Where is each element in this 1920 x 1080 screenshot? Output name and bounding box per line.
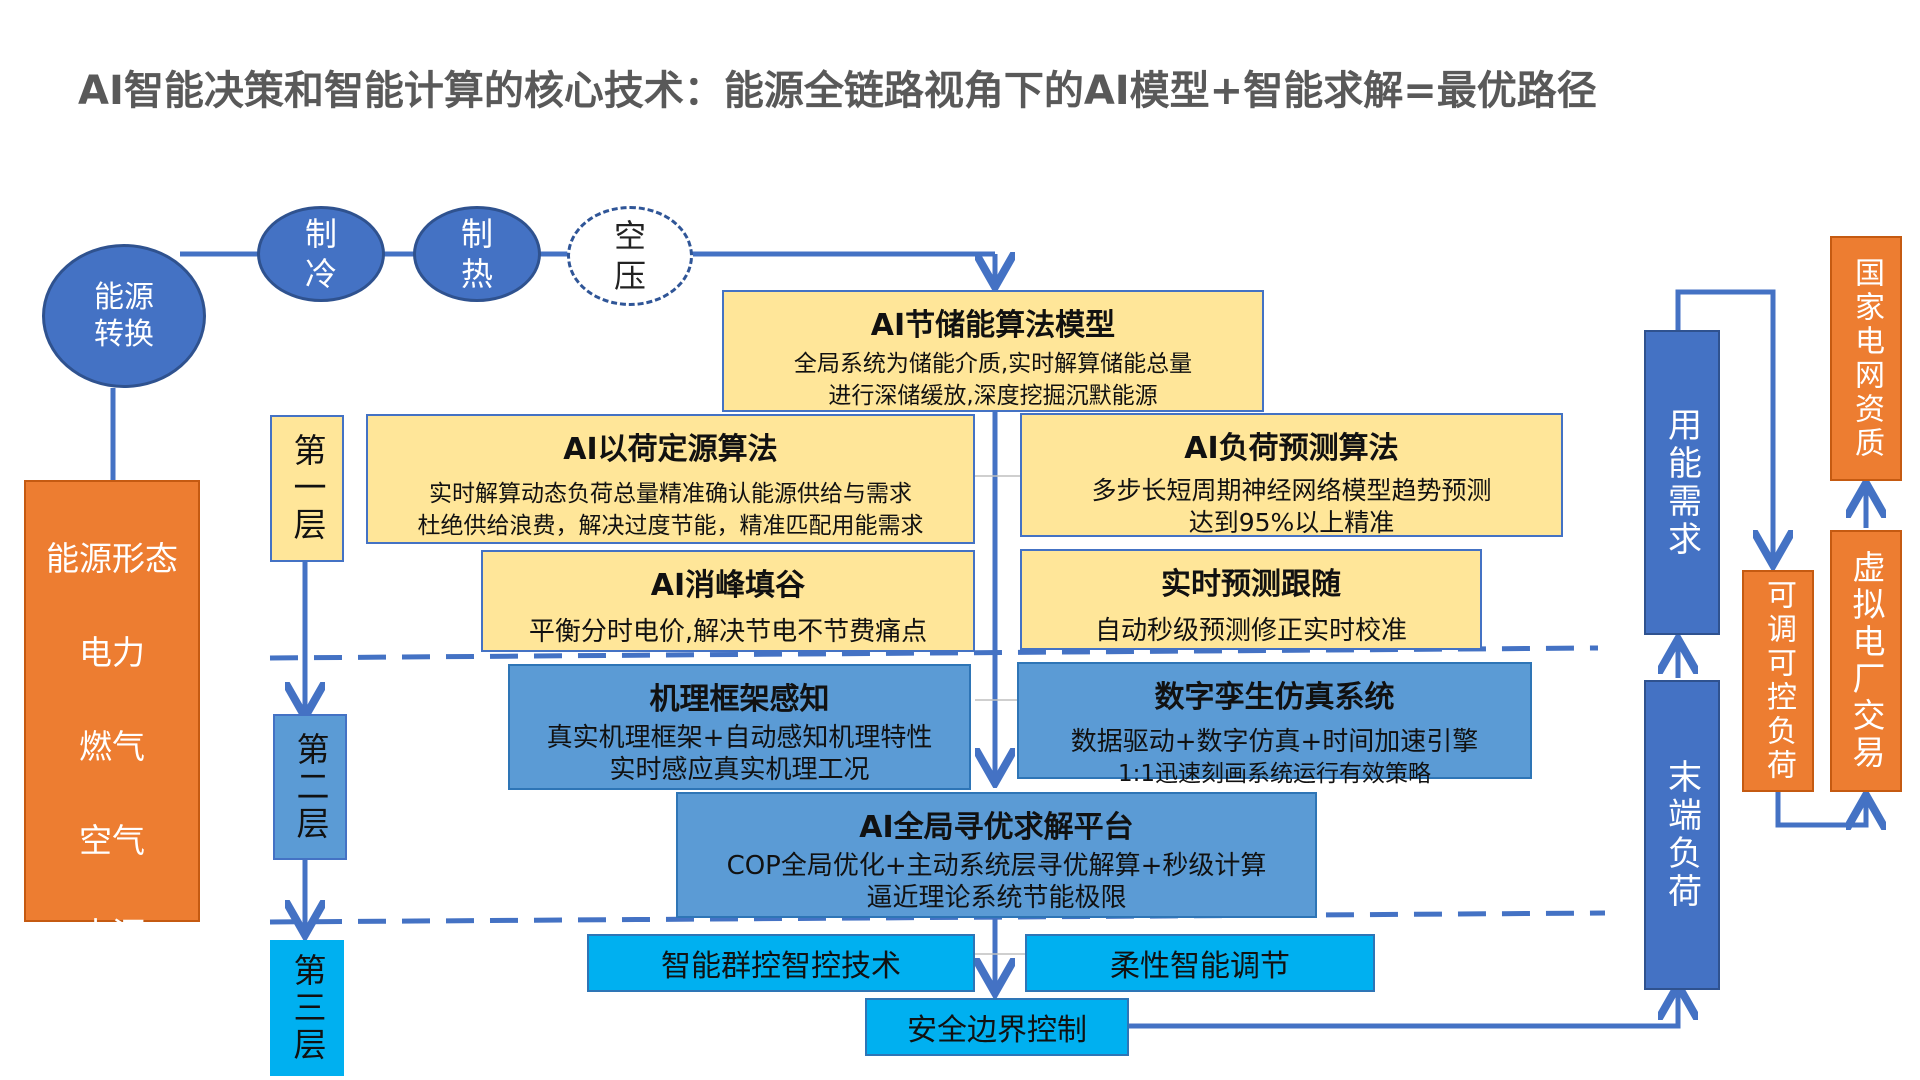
cooling-label: 制 冷 — [304, 215, 337, 293]
energy-forms-box: 能源形态 电力 燃气 空气 水源 — [24, 480, 200, 954]
ai-global-solver-title: AI全局寻优求解平台 — [859, 810, 1134, 845]
digital-twin-box: 数字孪生仿真系统 数据驱动+数字仿真+时间加速引擎 1:1迅速刻画系统运行有效策… — [1017, 662, 1532, 787]
ai-peak-valley-line: 平衡分时电价,解决节电不节费痛点 — [528, 617, 928, 647]
virtual-plant-label: 虚拟电厂交易 — [1847, 550, 1886, 772]
group-control-label: 智能群控智控技术 — [661, 949, 901, 984]
cooling-circle: 制 冷 — [257, 206, 385, 302]
adjustable-load-box: 可调可控负荷 — [1742, 570, 1814, 792]
ai-load-forecast-line: 达到95%以上精准 — [1188, 508, 1395, 537]
ai-load-source-title: AI以荷定源算法 — [563, 432, 778, 467]
digital-twin-line: 1:1迅速刻画系统运行有效策略 — [1117, 761, 1431, 787]
ai-load-forecast-box: AI负荷预测算法 多步长短周期神经网络模型趋势预测 达到95%以上精准 — [1020, 413, 1563, 537]
ai-load-source-line: 实时解算动态负荷总量精准确认能源供给与需求 — [429, 481, 912, 507]
ai-storage-model-title: AI节储能算法模型 — [870, 308, 1116, 343]
safety-boundary-label: 安全边界控制 — [907, 1013, 1087, 1048]
flexible-adjust-box: 柔性智能调节 — [1025, 934, 1375, 992]
adjustable-load-label: 可调可控负荷 — [1761, 579, 1796, 783]
mechanism-framework-title: 机理框架感知 — [649, 682, 830, 717]
flexible-adjust-label: 柔性智能调节 — [1110, 949, 1290, 984]
energy-form-item: 空气 — [79, 821, 145, 860]
ai-load-source-box: AI以荷定源算法 实时解算动态负荷总量精准确认能源供给与需求 杜绝供给浪费，解决… — [366, 414, 975, 544]
terminal-load-box: 末端负荷 — [1644, 680, 1720, 990]
digital-twin-title: 数字孪生仿真系统 — [1154, 680, 1395, 715]
heating-circle: 制 热 — [413, 206, 541, 302]
air-compression-circle: 空 压 — [567, 206, 693, 306]
grid-qualification-label: 国家电网资质 — [1849, 256, 1884, 461]
ai-global-solver-line: 逼近理论系统节能极限 — [866, 883, 1127, 913]
realtime-tracking-title: 实时预测跟随 — [1161, 567, 1341, 602]
ai-global-solver-line: COP全局优化+主动系统层寻优解算+秒级计算 — [726, 851, 1267, 881]
terminal-load-label: 末端负荷 — [1661, 759, 1702, 911]
realtime-tracking-line: 自动秒级预测修正实时校准 — [1094, 616, 1407, 646]
energy-forms-title: 能源形态 — [46, 539, 178, 578]
energy-form-item: 电力 — [79, 633, 145, 672]
ai-load-forecast-line: 多步长短周期神经网络模型趋势预测 — [1091, 476, 1492, 505]
virtual-plant-box: 虚拟电厂交易 — [1830, 530, 1902, 792]
ai-load-forecast-title: AI负荷预测算法 — [1184, 431, 1399, 466]
group-control-box: 智能群控智控技术 — [587, 934, 975, 992]
energy-conversion-label: 能源 转换 — [94, 279, 154, 353]
ai-storage-model-line: 进行深储缓放,深度挖掘沉默能源 — [828, 383, 1158, 409]
user-demand-box: 用能需求 — [1644, 330, 1720, 635]
ai-load-source-line: 杜绝供给浪费，解决过度节能，精准匹配用能需求 — [417, 513, 924, 539]
layer2-label: 第二层 — [273, 714, 347, 860]
air-compression-label: 空 压 — [613, 217, 646, 295]
page-title: AI智能决策和智能计算的核心技术：能源全链路视角下的AI模型+智能求解=最优路径 — [78, 68, 1597, 114]
mechanism-framework-box: 机理框架感知 真实机理框架+自动感知机理特性 实时感应真实机理工况 — [508, 664, 971, 790]
safety-to-terminal-arrow — [1128, 990, 1678, 1029]
ai-storage-model-line: 全局系统为储能介质,实时解算储能总量 — [793, 351, 1193, 377]
ai-peak-valley-title: AI消峰填谷 — [650, 568, 806, 603]
grid-qualification-box: 国家电网资质 — [1830, 236, 1902, 481]
ai-global-solver-box: AI全局寻优求解平台 COP全局优化+主动系统层寻优解算+秒级计算 逼近理论系统… — [676, 792, 1317, 918]
mechanism-framework-line: 实时感应真实机理工况 — [609, 755, 870, 785]
safety-boundary-box: 安全边界控制 — [865, 998, 1129, 1056]
layer3-label: 第三层 — [270, 940, 344, 1076]
heating-label: 制 热 — [460, 215, 493, 293]
adjustable-to-vpp-arrow — [1775, 792, 1866, 825]
digital-twin-line: 数据驱动+数字仿真+时间加速引擎 — [1070, 727, 1479, 757]
energy-form-item: 水源 — [79, 915, 145, 954]
energy-conversion-circle: 能源 转换 — [42, 244, 206, 388]
energy-form-item: 燃气 — [79, 727, 145, 766]
user-demand-label: 用能需求 — [1661, 406, 1702, 559]
mechanism-framework-line: 真实机理框架+自动感知机理特性 — [546, 723, 933, 753]
layer1-label: 第一层 — [270, 415, 344, 562]
realtime-tracking-box: 实时预测跟随 自动秒级预测修正实时校准 — [1020, 549, 1482, 650]
ai-storage-model-box: AI节储能算法模型 全局系统为储能介质,实时解算储能总量 进行深储缓放,深度挖掘… — [722, 290, 1264, 412]
demand-to-adjustable-arrow — [1675, 289, 1773, 560]
ai-peak-valley-box: AI消峰填谷 平衡分时电价,解决节电不节费痛点 — [481, 550, 975, 652]
